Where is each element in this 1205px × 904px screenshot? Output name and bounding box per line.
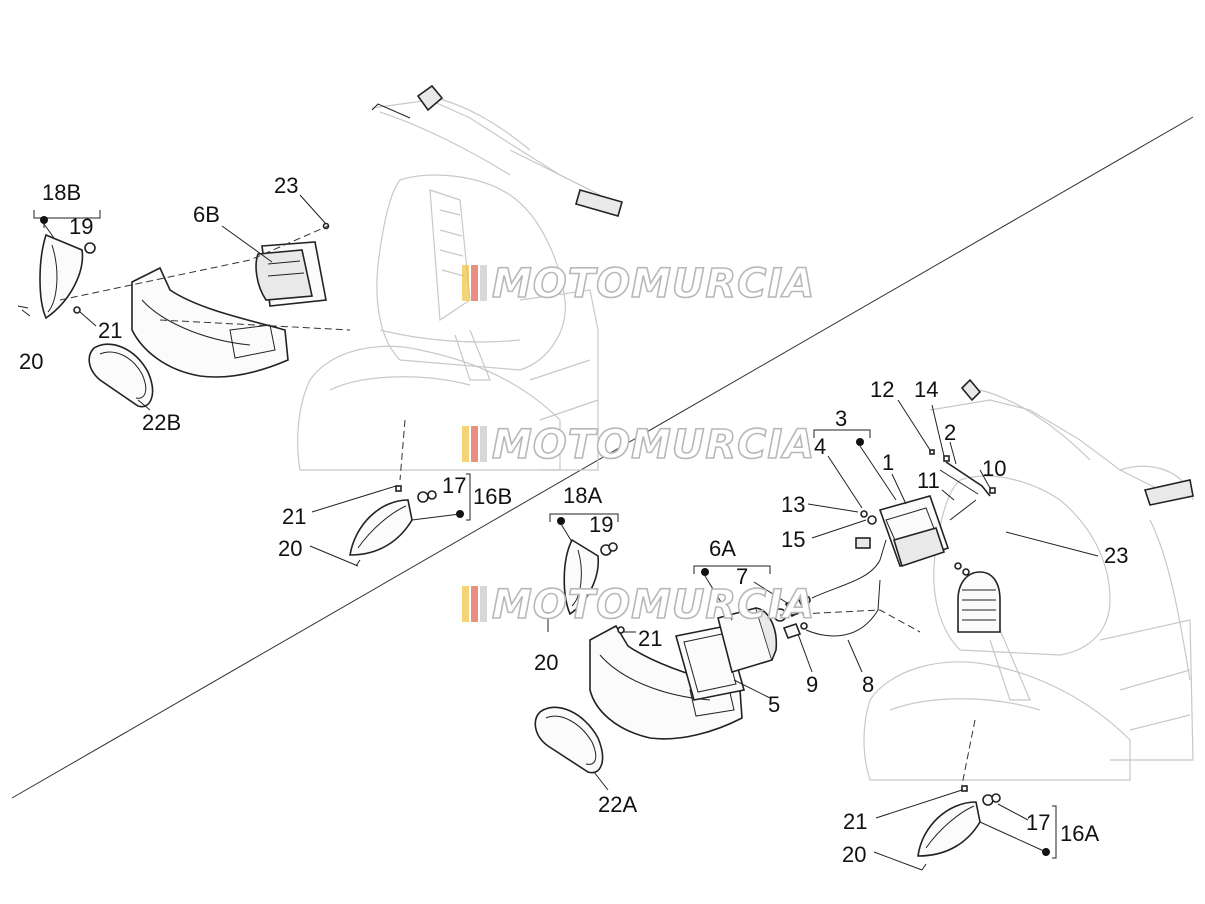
label-21-side-upper: 21 <box>282 504 306 529</box>
bulb-9 <box>782 622 808 639</box>
turn-indicator-18B <box>39 233 96 320</box>
headlight-mount-1 <box>860 495 950 568</box>
screw-20-upper <box>17 305 29 309</box>
label-6B: 6B <box>193 202 220 227</box>
label-16A: 16A <box>1060 821 1099 846</box>
scooter-ghost-upper <box>297 94 601 471</box>
label-12: 12 <box>870 377 894 402</box>
label-9: 9 <box>806 672 818 697</box>
label-20-upper: 20 <box>19 349 43 374</box>
label-23-lower: 23 <box>1104 543 1128 568</box>
label-22B: 22B <box>142 410 181 435</box>
left-grip-lower <box>960 378 982 402</box>
label-1: 1 <box>882 450 894 475</box>
label-15: 15 <box>781 527 805 552</box>
separator-line <box>11 116 1194 799</box>
headlight-6A <box>717 607 787 674</box>
label-22A: 22A <box>598 792 637 817</box>
label-18A: 18A <box>563 483 602 508</box>
side-indicator-16A <box>917 785 1001 871</box>
svg-text:MOTOMURCIA: MOTOMURCIA <box>492 422 815 468</box>
label-20-lower: 20 <box>534 650 558 675</box>
turn-indicator-18A <box>563 538 618 616</box>
label-21-upper: 21 <box>98 318 122 343</box>
label-13: 13 <box>781 492 805 517</box>
label-14: 14 <box>914 377 938 402</box>
label-16B: 16B <box>473 484 512 509</box>
label-18B: 18B <box>42 180 81 205</box>
right-grip <box>575 189 623 217</box>
label-8: 8 <box>862 672 874 697</box>
label-21-lower: 21 <box>638 626 662 651</box>
svg-text:MOTOMURCIA: MOTOMURCIA <box>492 261 815 307</box>
label-23-upper: 23 <box>274 173 298 198</box>
right-grip-lower <box>1143 479 1194 506</box>
label-19-lower: 19 <box>589 512 613 537</box>
label-21-side-lower: 21 <box>843 809 867 834</box>
bulb-7 <box>784 595 811 618</box>
lens-cover-22B <box>88 343 154 408</box>
label-7: 7 <box>736 564 748 589</box>
left-grip <box>416 84 444 112</box>
label-3: 3 <box>835 406 847 431</box>
label-10: 10 <box>982 456 1006 481</box>
front-grille <box>957 571 1001 633</box>
label-20-side-lower: 20 <box>842 842 866 867</box>
svg-text:MOTOMURCIA: MOTOMURCIA <box>492 582 815 628</box>
side-indicator-16B <box>349 485 437 567</box>
watermark-2: MOTOMURCIA <box>462 421 815 469</box>
label-17-upper: 17 <box>442 473 466 498</box>
watermark-3: MOTOMURCIA <box>462 581 815 629</box>
lens-cover-22A <box>534 706 604 774</box>
scooter-ghost-lower <box>863 389 1194 781</box>
bracket-2-11-10 <box>929 449 996 576</box>
watermark-1: MOTOMURCIA <box>462 260 815 308</box>
label-4: 4 <box>814 434 826 459</box>
headlight-6B <box>255 241 327 307</box>
label-2: 2 <box>944 420 956 445</box>
label-20-side-upper: 20 <box>278 536 302 561</box>
label-19-upper: 19 <box>69 214 93 239</box>
wiring-8 <box>805 537 887 637</box>
label-5: 5 <box>768 692 780 717</box>
label-6A: 6A <box>709 536 736 561</box>
label-11: 11 <box>917 468 940 493</box>
washer-21-upper <box>73 306 81 314</box>
label-17-lower: 17 <box>1026 810 1050 835</box>
